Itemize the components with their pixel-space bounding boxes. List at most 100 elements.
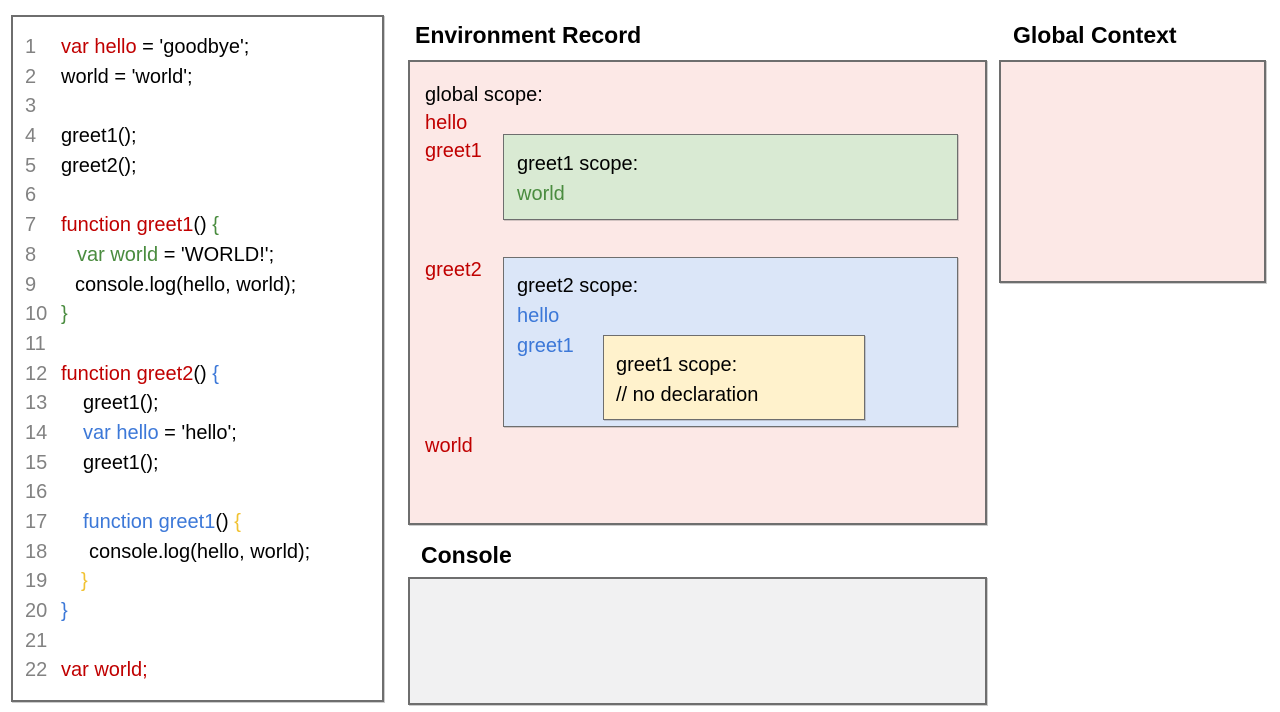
code-text: }: [61, 300, 68, 330]
global-context-box: [999, 60, 1266, 283]
code-text: greet2();: [61, 152, 137, 182]
code-text: }: [61, 597, 68, 627]
code-line: 3: [25, 92, 378, 122]
code-line: 12 function greet2() {: [25, 360, 378, 390]
code-line: 14 var hello = 'hello';: [25, 419, 378, 449]
line-number: 6: [25, 184, 37, 207]
line-number: 14: [25, 421, 48, 444]
line-number: 21: [25, 629, 48, 652]
code-token: greet1();: [61, 125, 137, 148]
code-token: }: [61, 303, 68, 326]
code-token: (): [215, 511, 235, 533]
line-number: 17: [25, 511, 48, 533]
greet1-scope-label: greet1 scope:: [517, 153, 639, 175]
code-line: 1 var hello = 'goodbye';: [25, 33, 378, 63]
code-token: greet1();: [83, 451, 159, 474]
environment-record-title: Environment Record: [415, 22, 642, 48]
code-line: 18 console.log(hello, world);: [25, 538, 378, 568]
line-number: 2: [25, 65, 37, 88]
code-token: {: [212, 362, 219, 385]
code-line: 4 greet1();: [25, 122, 378, 152]
greet2-scope-box: greet2 scope: hello greet1 greet1 scope:…: [503, 257, 958, 427]
line-number: 5: [25, 154, 37, 177]
line-number: 8: [25, 243, 37, 266]
code-token: {: [212, 214, 219, 237]
greet1-scope-var-world: world: [517, 183, 565, 205]
code-token: = 'WORLD!';: [158, 243, 275, 266]
code-token: greet1();: [83, 392, 159, 415]
code-line: 16: [25, 478, 378, 508]
greet1-scope-box: greet1 scope: world: [503, 134, 958, 220]
inner-greet1-scope-box: greet1 scope: // no declaration: [603, 335, 865, 420]
code-text: greet1();: [83, 449, 159, 479]
code-text: var hello = 'hello';: [83, 419, 237, 449]
code-text: console.log(hello, world);: [89, 538, 310, 568]
code-text: function greet1() {: [83, 508, 241, 538]
code-text: function greet1() {: [61, 211, 219, 241]
environment-record-box: global scope: hello greet1 greet2 world …: [408, 60, 987, 525]
line-number: 4: [25, 125, 37, 148]
line-number: 20: [25, 600, 48, 623]
inner-greet1-scope-comment: // no declaration: [616, 384, 759, 406]
greet2-scope-label: greet2 scope:: [517, 275, 639, 297]
global-var-hello: hello: [425, 112, 468, 134]
code-token: var hello: [83, 421, 159, 444]
code-line: 8 var world = 'WORLD!';: [25, 241, 378, 271]
global-var-world: world: [425, 435, 473, 457]
code-token: {: [234, 511, 241, 533]
line-number: 1: [25, 36, 37, 58]
code-token: greet2();: [61, 154, 137, 177]
global-context-title: Global Context: [1013, 22, 1177, 48]
code-token: }: [61, 600, 68, 623]
code-text: var world = 'WORLD!';: [77, 241, 274, 271]
code-line: 21: [25, 627, 378, 657]
line-number: 22: [25, 659, 48, 682]
code-panel: 1 var hello = 'goodbye'; 2 world = 'world';…: [11, 15, 384, 702]
code-token: world = 'world';: [61, 65, 193, 88]
code-lines: 1 var hello = 'goodbye'; 2 world = 'world';…: [25, 33, 378, 686]
line-number: 3: [25, 95, 37, 118]
line-number: 7: [25, 214, 37, 237]
code-line: 5 greet2();: [25, 152, 378, 182]
global-var-greet1: greet1: [425, 140, 482, 162]
line-number: 18: [25, 540, 48, 563]
code-token: console.log(hello, world);: [89, 540, 311, 563]
line-number: 16: [25, 481, 48, 504]
code-token: console.log(hello, world);: [75, 273, 297, 296]
line-number: 13: [25, 392, 48, 415]
code-text: console.log(hello, world);: [75, 271, 296, 301]
code-text: function greet2() {: [61, 360, 219, 390]
inner-greet1-scope-label: greet1 scope:: [616, 354, 738, 376]
code-text: var hello = 'goodbye';: [61, 33, 249, 63]
console-title: Console: [421, 542, 512, 568]
line-number: 15: [25, 451, 48, 474]
code-text: }: [81, 567, 88, 597]
console-box: [408, 577, 987, 705]
global-scope-label: global scope:: [425, 84, 543, 106]
code-line: 22 var world;: [25, 656, 378, 686]
code-line: 19}: [25, 567, 378, 597]
code-line: 11: [25, 330, 378, 360]
line-number: 12: [25, 362, 48, 385]
greet2-scope-var-hello: hello: [517, 305, 560, 327]
greet2-scope-var-greet1: greet1: [517, 335, 574, 357]
code-token: var hello: [61, 36, 137, 58]
line-number: 10: [25, 303, 48, 326]
code-token: function greet1: [83, 511, 216, 533]
code-line: 2 world = 'world';: [25, 63, 378, 93]
code-text: var world;: [61, 656, 148, 686]
code-token: var world;: [61, 659, 148, 682]
code-line: 7 function greet1() {: [25, 211, 378, 241]
code-line: 13 greet1();: [25, 389, 378, 419]
line-number: 9: [25, 273, 37, 296]
code-line: 9 console.log(hello, world);: [25, 271, 378, 301]
global-var-greet2: greet2: [425, 259, 482, 281]
code-token: function greet1: [61, 214, 194, 237]
code-token: = 'goodbye';: [136, 36, 250, 58]
line-number: 19: [25, 570, 48, 593]
code-token: var world: [77, 243, 159, 266]
code-text: greet1();: [61, 122, 137, 152]
code-token: (): [193, 362, 213, 385]
code-token: function greet2: [61, 362, 194, 385]
